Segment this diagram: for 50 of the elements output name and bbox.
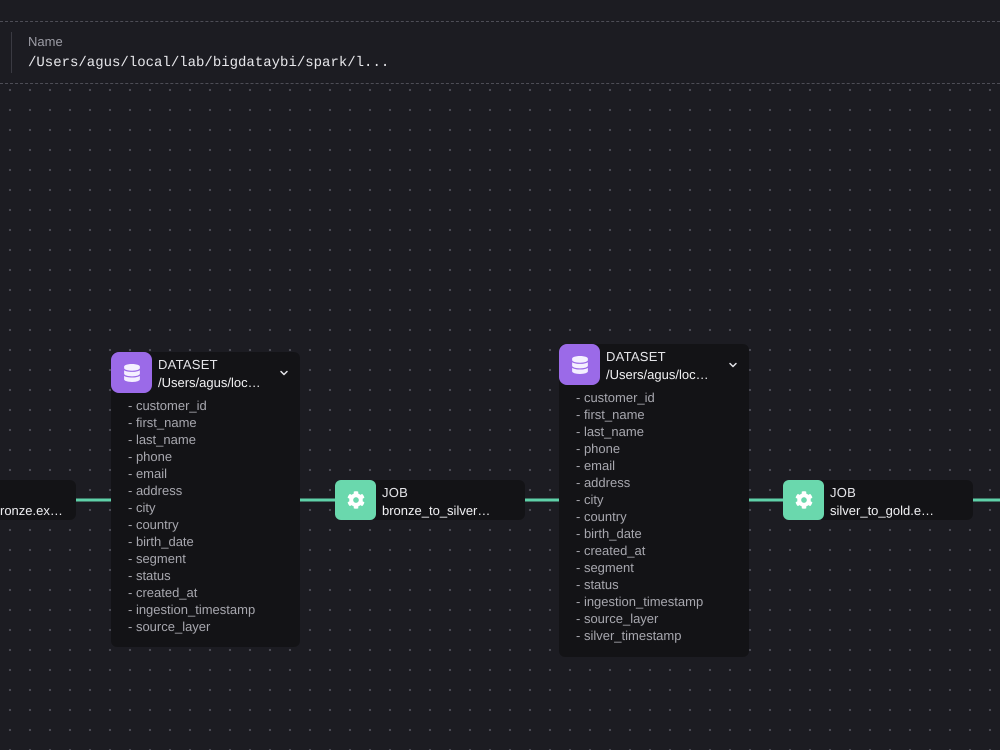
field-name: - address [128, 482, 182, 499]
field-name: - country [128, 516, 179, 533]
field-name: - customer_id [576, 389, 655, 406]
dataset-node [111, 352, 300, 647]
connector-line [76, 498, 111, 502]
dataset-node [559, 344, 749, 657]
node-type-label: DATASET [158, 356, 218, 374]
field-name: - last_name [128, 431, 196, 448]
job-name: silver_to_gold.e… [830, 502, 934, 520]
field-name: - birth_date [576, 525, 642, 542]
field-label: Name [28, 33, 63, 51]
dataset-path: /Users/agus/loc… [158, 374, 261, 392]
job-node [335, 480, 525, 520]
dataset-path: /Users/agus/loc… [606, 366, 709, 384]
field-name: - country [576, 508, 627, 525]
node-type-label: JOB [830, 484, 856, 502]
field-name: - ingestion_timestamp [128, 601, 256, 618]
field-name: - birth_date [128, 533, 194, 550]
field-name: - first_name [576, 406, 645, 423]
field-name: - source_layer [576, 610, 658, 627]
connector-line [749, 498, 783, 502]
job-name: bronze_to_silver… [382, 502, 490, 520]
connector-line [973, 498, 1000, 502]
field-name: - customer_id [128, 397, 207, 414]
field-name: - city [128, 499, 156, 516]
field-name: - segment [576, 559, 634, 576]
field-name: - created_at [128, 584, 198, 601]
node-type-label: JOB [382, 484, 408, 502]
field-name: - created_at [576, 542, 646, 559]
field-name: - segment [128, 550, 186, 567]
connector-line [525, 498, 559, 502]
field-name: - email [576, 457, 616, 474]
field-name: - phone [576, 440, 620, 457]
field-name: - status [576, 576, 619, 593]
field-name: - source_layer [128, 618, 210, 635]
field-name: - phone [128, 448, 172, 465]
job-node [0, 480, 76, 520]
field-name: - status [128, 567, 171, 584]
field-name: - email [128, 465, 168, 482]
field-name: - silver_timestamp [576, 627, 682, 644]
field-name: - last_name [576, 423, 644, 440]
connector-line [300, 498, 335, 502]
field-name: - city [576, 491, 604, 508]
field-name: - first_name [128, 414, 197, 431]
field-name: - ingestion_timestamp [576, 593, 704, 610]
node-type-label: DATASET [606, 348, 666, 366]
field-name: - address [576, 474, 630, 491]
field-value: /Users/agus/local/lab/bigdataybi/spark/l... [28, 54, 390, 73]
job-name: ronze.ex… [0, 502, 63, 520]
job-node [783, 480, 973, 520]
